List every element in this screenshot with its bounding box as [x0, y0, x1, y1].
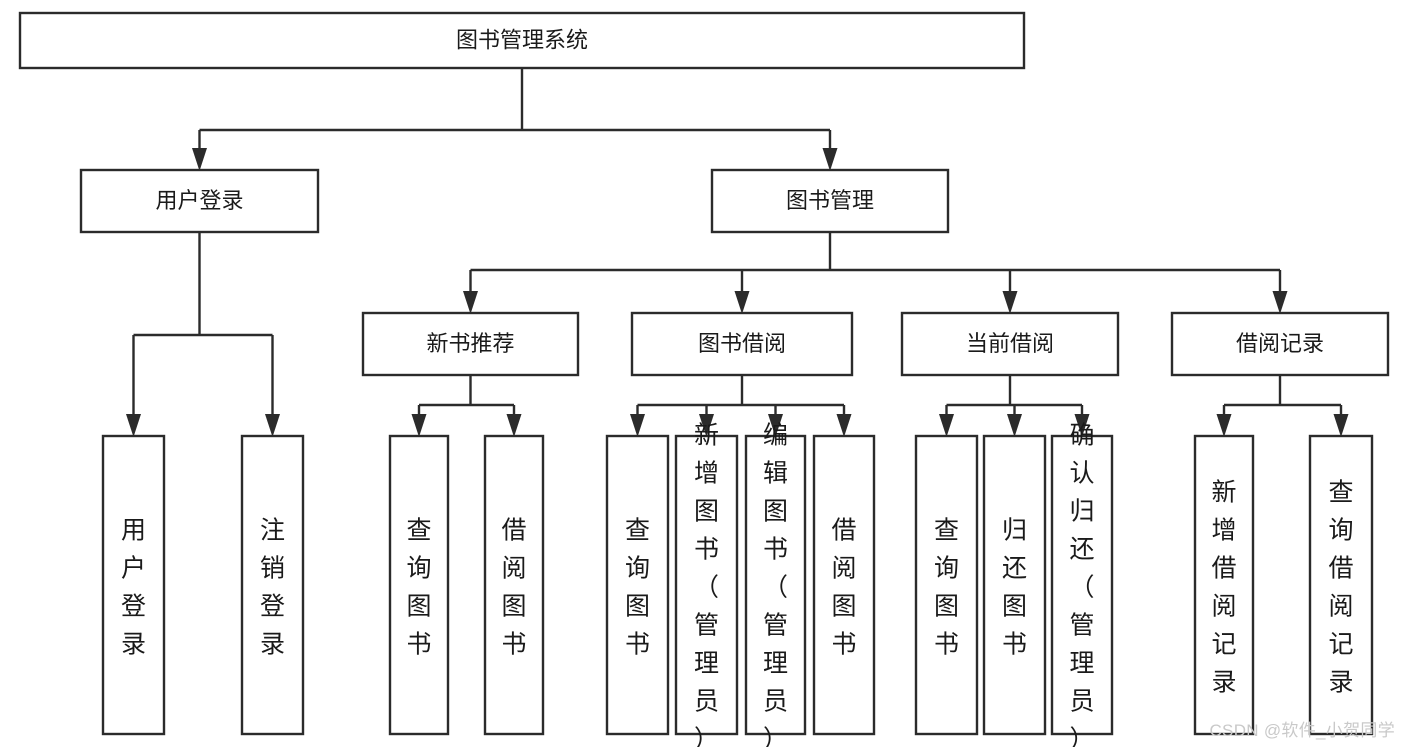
- node-label-records: 借阅记录: [1236, 331, 1324, 356]
- node-label-login: 用户登录: [155, 188, 243, 213]
- node-leaf-rec-1[interactable]: 新增借阅记录: [1193, 434, 1255, 736]
- node-box-root: [18, 11, 1026, 70]
- node-leaf-login-1[interactable]: 用户登录: [101, 434, 166, 736]
- node-box-leaf-borrow-2: [674, 434, 739, 736]
- arrowhead-icon-leaf-borrow-4: [836, 414, 852, 437]
- node-box-leaf-new-1: [388, 434, 450, 736]
- node-label-root: 图书管理系统: [456, 27, 588, 52]
- node-leaf-borrow-2[interactable]: 新增图书（管理员）: [674, 422, 739, 747]
- node-borrow[interactable]: 图书借阅: [630, 311, 854, 377]
- node-box-leaf-cur-3: [1050, 434, 1114, 736]
- node-root[interactable]: 图书管理系统: [18, 11, 1026, 70]
- node-leaf-new-2[interactable]: 借阅图书: [483, 434, 545, 736]
- node-leaf-login-2[interactable]: 注销登录: [240, 434, 305, 736]
- arrowhead-icon-current: [1002, 291, 1018, 314]
- arrowhead-icon-leaf-rec-1: [1216, 414, 1232, 437]
- node-box-leaf-cur-1: [914, 434, 979, 736]
- node-label-leaf-new-2: 借阅图书: [501, 517, 526, 659]
- node-box-bookmgmt: [710, 168, 950, 234]
- node-box-leaf-cur-2: [982, 434, 1047, 736]
- arrowhead-icon-login: [192, 148, 207, 171]
- node-bookmgmt[interactable]: 图书管理: [710, 168, 950, 234]
- arrowhead-icon-newbook: [463, 291, 478, 314]
- arrowhead-icon-leaf-borrow-1: [630, 414, 645, 437]
- node-label-leaf-borrow-4: 借阅图书: [831, 517, 856, 659]
- arrowhead-icon-leaf-new-2: [506, 414, 522, 437]
- arrowhead-icon-leaf-borrow-3: [768, 414, 783, 437]
- node-label-leaf-cur-2: 归还图书: [1002, 517, 1027, 659]
- arrowhead-icon-leaf-rec-2: [1333, 414, 1349, 437]
- node-label-borrow: 图书借阅: [698, 331, 786, 356]
- node-box-current: [900, 311, 1120, 377]
- node-box-borrow: [630, 311, 854, 377]
- node-label-bookmgmt: 图书管理: [786, 188, 874, 213]
- node-box-leaf-new-2: [483, 434, 545, 736]
- node-label-leaf-borrow-1: 查询图书: [625, 517, 650, 659]
- arrowhead-icon-records: [1272, 291, 1288, 314]
- node-current[interactable]: 当前借阅: [900, 311, 1120, 377]
- node-leaf-rec-2[interactable]: 查询借阅记录: [1308, 434, 1374, 736]
- arrowhead-icon-leaf-cur-1: [939, 414, 954, 437]
- node-box-records: [1170, 311, 1390, 377]
- node-box-leaf-rec-2: [1308, 434, 1374, 736]
- node-label-leaf-rec-1: 新增借阅记录: [1211, 479, 1236, 697]
- arrowhead-icon-leaf-cur-2: [1007, 414, 1022, 437]
- node-box-newbook: [361, 311, 580, 377]
- node-newbook[interactable]: 新书推荐: [361, 311, 580, 377]
- connector-layer: [126, 68, 1349, 437]
- node-layer: 图书管理系统用户登录图书管理新书推荐图书借阅当前借阅借阅记录用户登录注销登录查询…: [18, 11, 1390, 747]
- node-label-leaf-rec-2: 查询借阅记录: [1328, 479, 1353, 697]
- node-box-leaf-borrow-1: [605, 434, 670, 736]
- node-label-current: 当前借阅: [966, 331, 1054, 356]
- node-box-leaf-borrow-4: [812, 434, 876, 736]
- node-box-login: [79, 168, 320, 234]
- node-leaf-new-1[interactable]: 查询图书: [388, 434, 450, 736]
- node-label-leaf-login-1: 用户登录: [121, 517, 146, 659]
- node-label-leaf-borrow-2: 新增图书（管理员）: [694, 422, 719, 747]
- node-label-leaf-cur-1: 查询图书: [934, 517, 959, 659]
- node-box-leaf-rec-1: [1193, 434, 1255, 736]
- arrowhead-icon-leaf-login-2: [265, 414, 280, 437]
- arrowhead-icon-leaf-new-1: [411, 414, 427, 437]
- node-box-leaf-login-1: [101, 434, 166, 736]
- node-leaf-cur-3[interactable]: 确认归还（管理员）: [1050, 422, 1114, 747]
- arrowhead-icon-leaf-cur-3: [1074, 414, 1090, 437]
- node-records[interactable]: 借阅记录: [1170, 311, 1390, 377]
- arrowhead-icon-leaf-login-1: [126, 414, 141, 437]
- node-label-newbook: 新书推荐: [426, 331, 514, 356]
- node-box-leaf-borrow-3: [744, 434, 807, 736]
- node-label-leaf-new-1: 查询图书: [406, 517, 431, 659]
- node-label-leaf-cur-3: 确认归还（管理员）: [1069, 422, 1094, 747]
- node-leaf-cur-1[interactable]: 查询图书: [914, 434, 979, 736]
- node-leaf-borrow-1[interactable]: 查询图书: [605, 434, 670, 736]
- node-box-leaf-login-2: [240, 434, 305, 736]
- node-label-leaf-borrow-3: 编辑图书（管理员）: [763, 422, 788, 747]
- node-login[interactable]: 用户登录: [79, 168, 320, 234]
- arrowhead-icon-bookmgmt: [822, 148, 838, 171]
- arrowhead-icon-leaf-borrow-2: [699, 414, 714, 437]
- node-leaf-borrow-3[interactable]: 编辑图书（管理员）: [744, 422, 807, 747]
- node-leaf-cur-2[interactable]: 归还图书: [982, 434, 1047, 736]
- arrowhead-icon-borrow: [734, 291, 750, 314]
- node-leaf-borrow-4[interactable]: 借阅图书: [812, 434, 876, 736]
- node-label-leaf-login-2: 注销登录: [260, 517, 285, 659]
